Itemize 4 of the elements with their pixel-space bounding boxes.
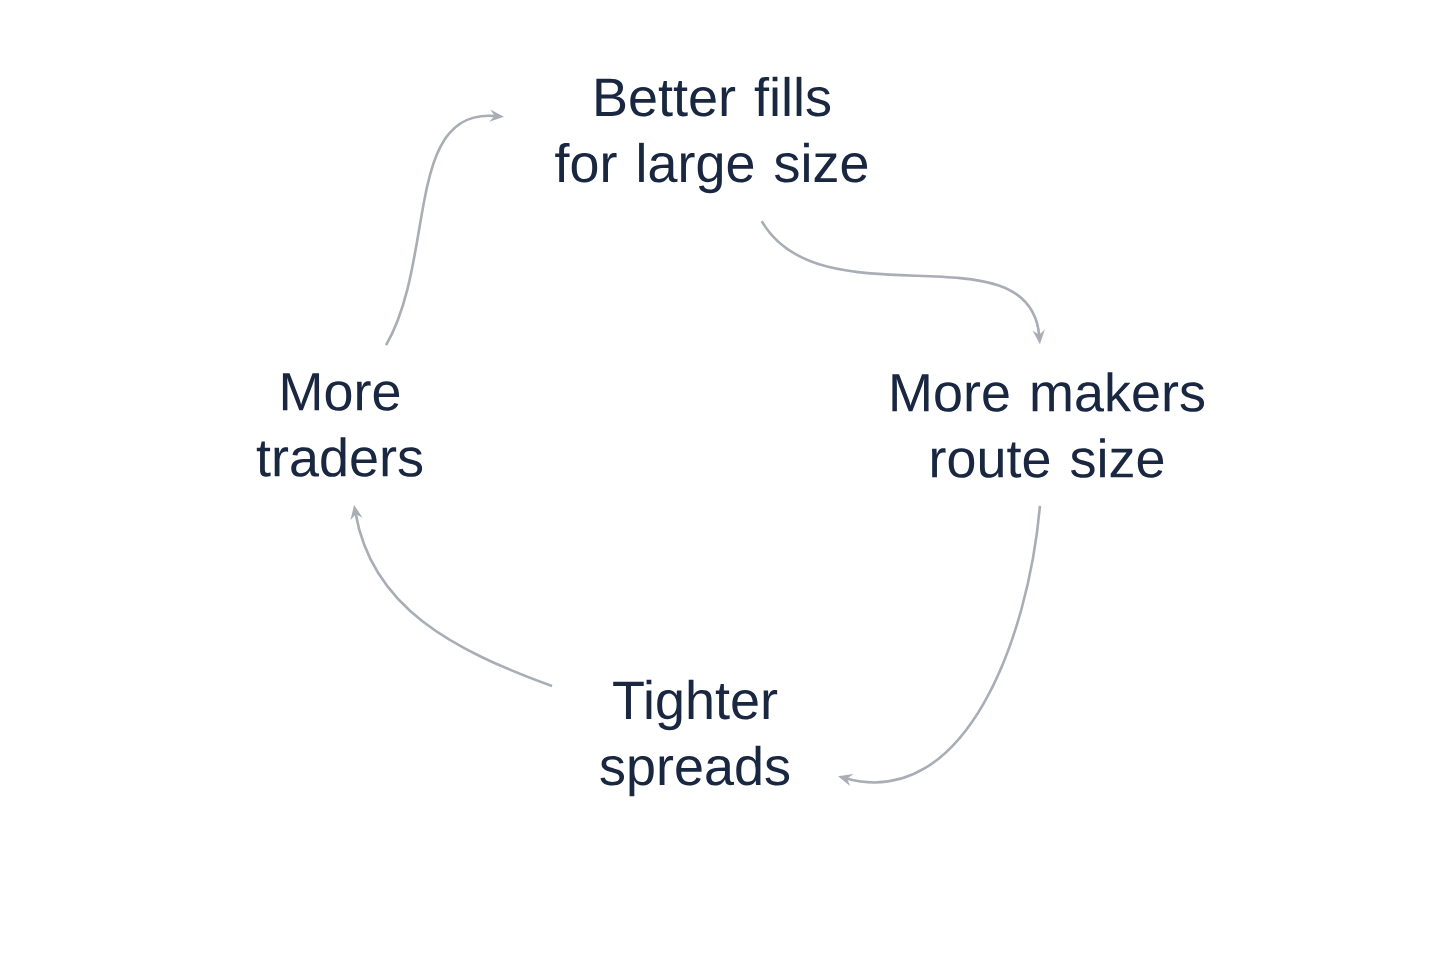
node-label: More traders [256, 373, 423, 477]
node-label: More makers route size [892, 372, 1205, 478]
node-label: Better fills for large size [555, 76, 868, 194]
node-label: Tighter spreads [600, 679, 790, 797]
